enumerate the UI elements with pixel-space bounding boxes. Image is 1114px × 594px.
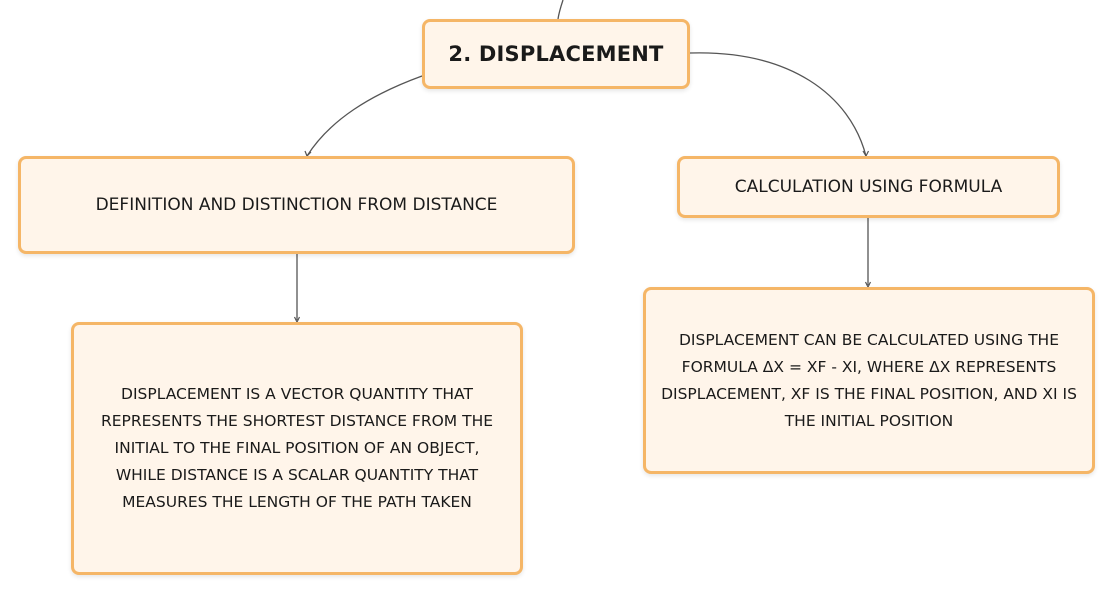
node-root-label: 2. DISPLACEMENT xyxy=(448,42,664,66)
node-root-displacement[interactable]: 2. DISPLACEMENT xyxy=(422,19,690,89)
node-definition[interactable]: DEFINITION AND DISTINCTION FROM DISTANCE xyxy=(18,156,575,254)
connector-root-to-calculation xyxy=(689,52,867,157)
node-definition-detail[interactable]: DISPLACEMENT IS A VECTOR QUANTITY THAT R… xyxy=(71,322,523,575)
connector-parent-to-root xyxy=(557,0,564,20)
node-calculation-label: CALCULATION USING FORMULA xyxy=(734,177,1003,197)
node-calculation-detail[interactable]: DISPLACEMENT CAN BE CALCULATED USING THE… xyxy=(643,287,1095,474)
node-calculation[interactable]: CALCULATION USING FORMULA xyxy=(677,156,1060,218)
connector-root-to-definition xyxy=(306,75,423,157)
node-definition-label: DEFINITION AND DISTINCTION FROM DISTANCE xyxy=(95,195,498,215)
node-definition-detail-text: DISPLACEMENT IS A VECTOR QUANTITY THAT R… xyxy=(100,385,494,511)
node-calculation-detail-text: DISPLACEMENT CAN BE CALCULATED USING THE… xyxy=(661,330,1077,430)
